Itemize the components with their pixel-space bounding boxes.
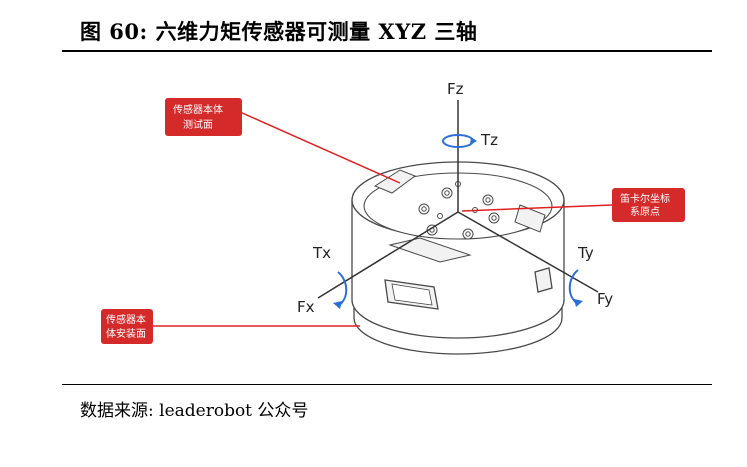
callout-cartesian-origin: 笛卡尔坐标 系原点 — [461, 188, 685, 222]
x-axis-line — [317, 211, 459, 299]
fy-label: Fy — [597, 290, 613, 308]
callout-measure-face-line2: 测试面 — [183, 118, 213, 131]
y-axis-line — [457, 211, 599, 293]
source-divider — [62, 384, 712, 385]
bolt-holes — [418, 181, 500, 240]
fx-label: Fx — [297, 298, 315, 316]
callout-mount-face: 传感器本 体安装面 — [101, 309, 360, 344]
figure-title: 图 60: 六维力矩传感器可测量 XYZ 三轴 — [80, 19, 478, 44]
callout-cartesian-line1: 笛卡尔坐标 — [620, 192, 670, 205]
ty-label: Ty — [577, 244, 594, 262]
callout-mount-face-line1: 传感器本 — [106, 313, 146, 326]
tz-label: Tz — [480, 131, 498, 149]
source-note: 数据来源: leaderobot 公众号 — [80, 401, 309, 421]
callout-mount-face-line2: 体安装面 — [106, 327, 146, 340]
callout-measure-face-line1: 传感器本体 — [173, 103, 223, 116]
callout-cartesian-line2: 系原点 — [630, 206, 660, 218]
title-divider — [62, 50, 712, 52]
tx-label: Tx — [312, 244, 331, 262]
callout-measure-face: 传感器本体 测试面 — [165, 98, 401, 184]
fz-label: Fz — [447, 80, 464, 98]
axis-lines — [317, 100, 599, 299]
